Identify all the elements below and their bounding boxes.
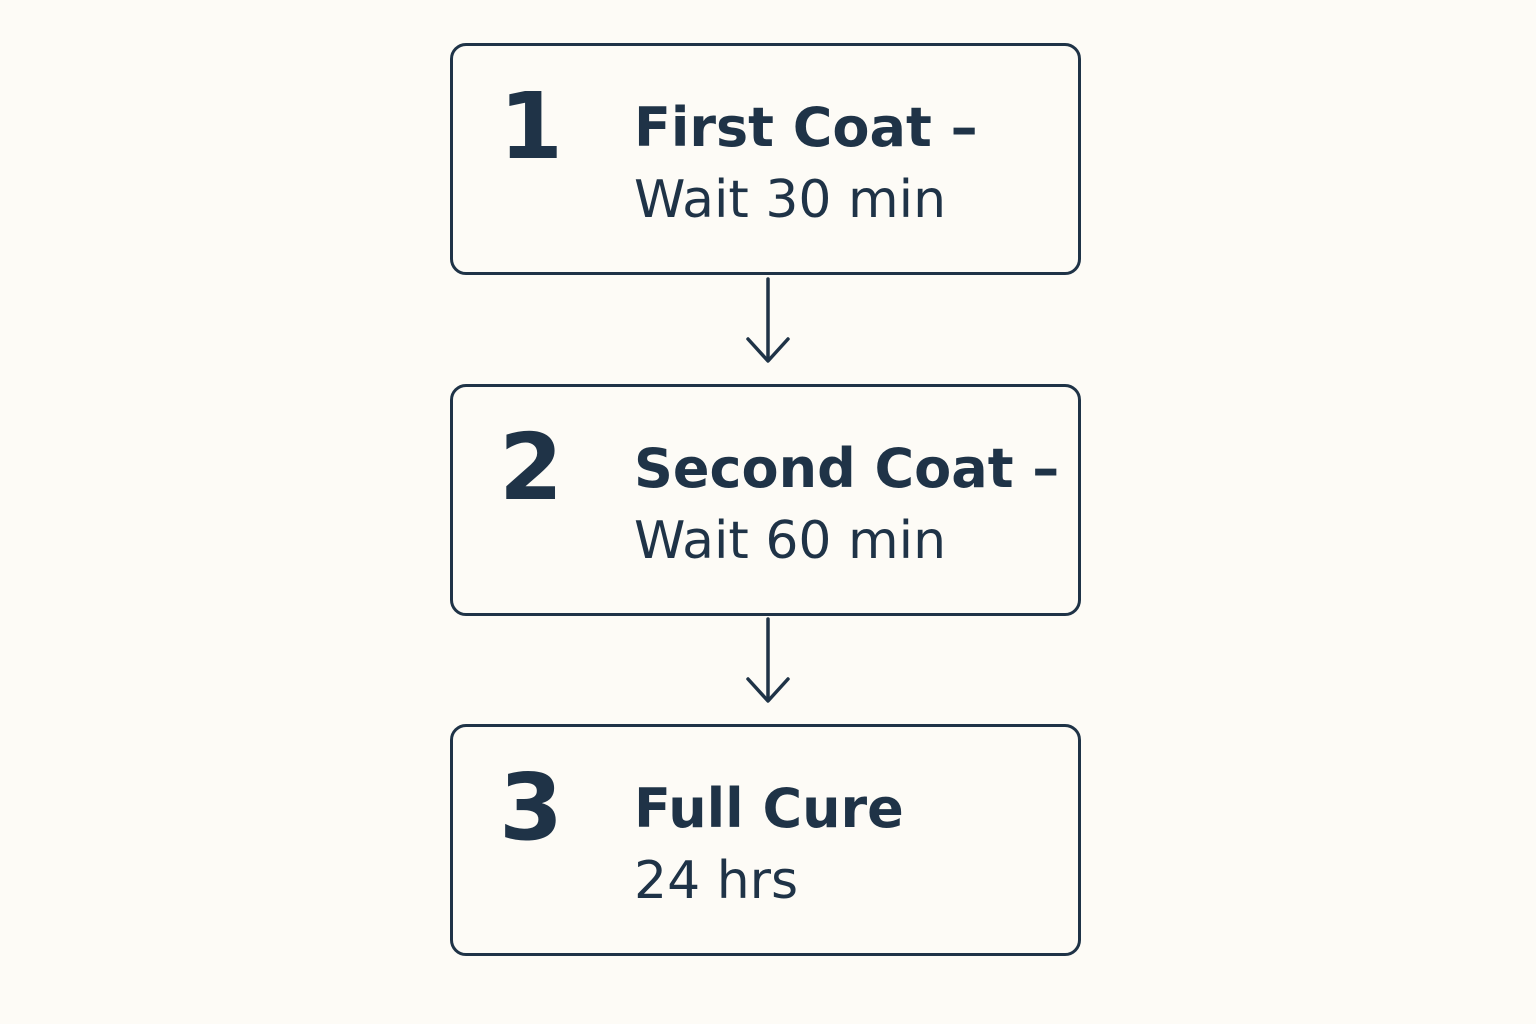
step-detail: 24 hrs	[634, 851, 799, 911]
step-number: 1	[499, 73, 564, 180]
step-detail: Wait 30 min	[634, 170, 947, 230]
step-box-2: 2 Second Coat – Wait 60 min	[450, 384, 1081, 616]
step-title: First Coat –	[634, 96, 978, 159]
step-number: 3	[499, 754, 564, 861]
step-number: 2	[499, 414, 564, 521]
step-detail: Wait 60 min	[634, 511, 947, 571]
down-arrow-icon	[746, 277, 790, 363]
step-box-3: 3 Full Cure 24 hrs	[450, 724, 1081, 956]
step-title: Full Cure	[634, 777, 904, 840]
down-arrow-icon	[746, 617, 790, 703]
step-title: Second Coat –	[634, 437, 1060, 500]
step-box-1: 1 First Coat – Wait 30 min	[450, 43, 1081, 275]
